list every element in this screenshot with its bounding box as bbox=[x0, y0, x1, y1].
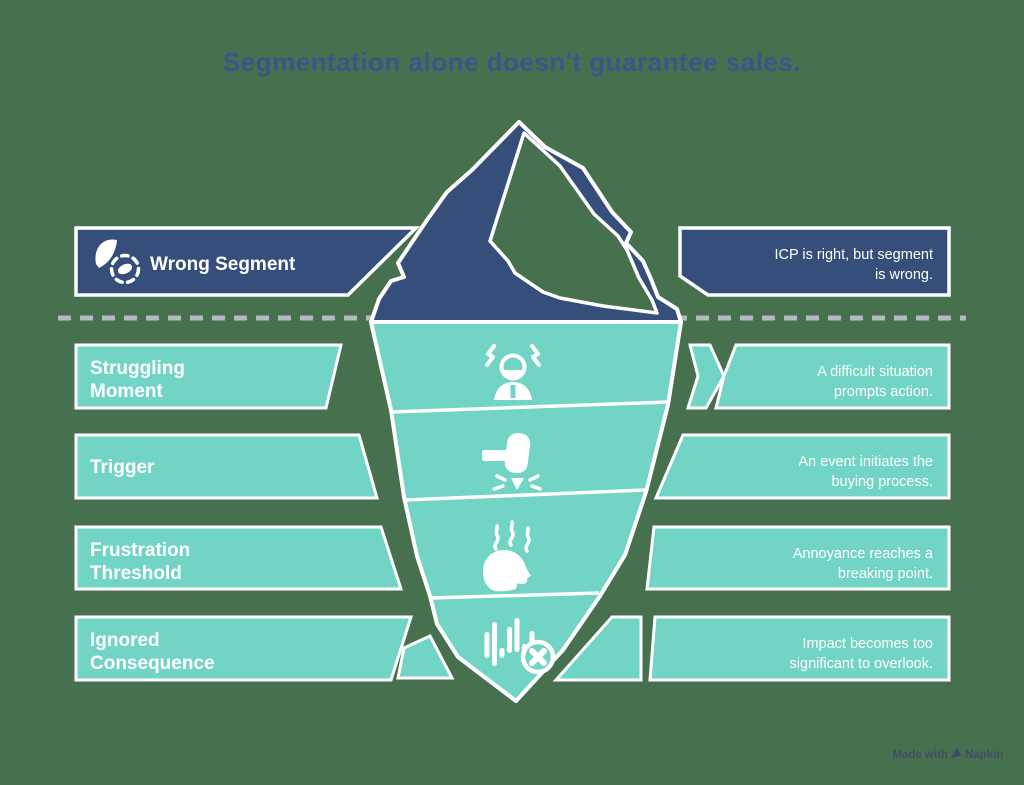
row-label: Moment bbox=[90, 381, 164, 402]
frustrated-head-icon bbox=[483, 520, 531, 592]
hammer-impact-icon bbox=[482, 432, 542, 491]
row-desc-line: An event initiates the bbox=[798, 454, 933, 470]
row-desc-line: breaking point. bbox=[838, 566, 933, 582]
banner-shard bbox=[552, 615, 643, 682]
row-desc-line: prompts action. bbox=[834, 384, 933, 400]
desc-banner-struggling-moment bbox=[714, 343, 951, 410]
iceberg-underwater-body bbox=[369, 320, 683, 703]
segment-icon bbox=[95, 239, 141, 285]
desc-banner-ignored-consequence bbox=[648, 615, 951, 682]
watermark: Made with Napkin bbox=[892, 747, 1003, 761]
banner-shard bbox=[685, 343, 726, 410]
muted-sound-icon bbox=[484, 618, 556, 675]
row-label: Consequence bbox=[90, 653, 215, 674]
row-label: Frustration bbox=[90, 540, 190, 561]
watermark-brand: Napkin bbox=[965, 749, 1003, 761]
label-banner-ignored-consequence bbox=[74, 615, 414, 682]
row-desc-line: significant to overlook. bbox=[790, 656, 933, 672]
iceberg-section-divider-3 bbox=[430, 591, 600, 600]
struggling-person-icon bbox=[485, 344, 541, 400]
row-label: Threshold bbox=[90, 563, 182, 584]
watermark-prefix: Made with bbox=[892, 749, 948, 761]
row-desc-line: Annoyance reaches a bbox=[793, 546, 934, 562]
row-label: Ignored bbox=[90, 630, 160, 651]
row-desc-line: A difficult situation bbox=[817, 364, 933, 380]
desc-banner-wrong-segment bbox=[678, 226, 951, 297]
page-title: Segmentation alone doesn't guarantee sal… bbox=[223, 47, 801, 77]
iceberg-section-divider-2 bbox=[404, 488, 646, 502]
label-banner-struggling-moment bbox=[74, 343, 343, 410]
desc-banner-trigger bbox=[653, 433, 951, 500]
iceberg-facet bbox=[488, 131, 659, 315]
row-desc-line: is wrong. bbox=[875, 267, 933, 283]
row-desc-line: ICP is right, but segment bbox=[774, 247, 933, 263]
row-label: Wrong Segment bbox=[150, 254, 296, 275]
banner-shard bbox=[396, 634, 455, 680]
row-label: Trigger bbox=[90, 457, 155, 478]
label-banner-frustration-threshold bbox=[74, 525, 404, 591]
napkin-logo-icon bbox=[951, 747, 961, 758]
row-desc-line: Impact becomes too bbox=[802, 636, 933, 652]
iceberg-section-divider-1 bbox=[390, 400, 669, 414]
row-label: Struggling bbox=[90, 358, 185, 379]
row-desc-line: buying process. bbox=[831, 474, 933, 490]
desc-banner-frustration-threshold bbox=[645, 525, 951, 591]
label-banner-trigger bbox=[74, 433, 379, 500]
label-banner-wrong-segment bbox=[74, 226, 421, 297]
